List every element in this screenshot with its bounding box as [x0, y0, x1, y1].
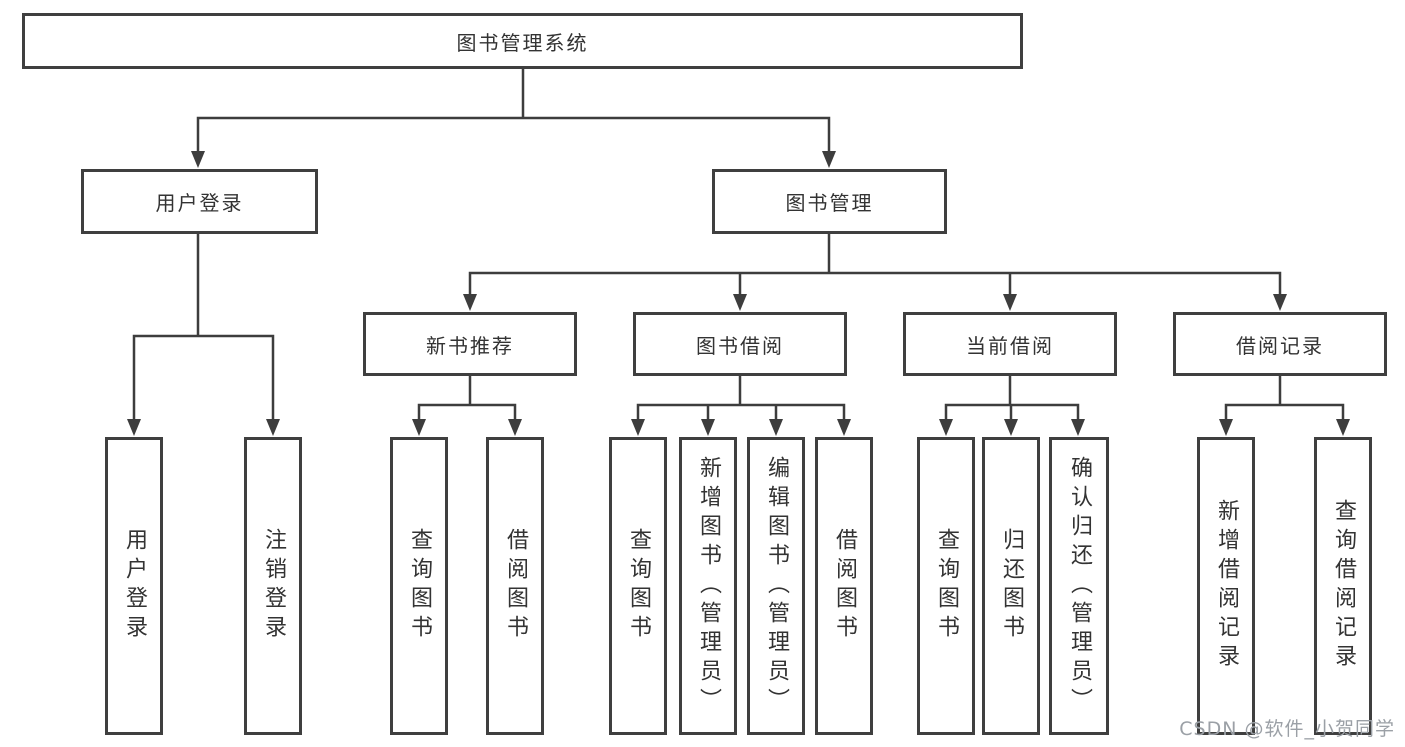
leaf-label: 查询图书 — [407, 528, 432, 644]
leaf-user-login: 用户登录 — [105, 437, 163, 735]
arrow-leaf-6 — [701, 419, 715, 436]
node-user-login: 用户登录 — [81, 169, 318, 234]
arrow-leaf-2 — [266, 419, 280, 436]
arrow-record — [1273, 294, 1287, 311]
leaf-query-books-3: 查询图书 — [917, 437, 975, 735]
leaf-borrow-books-2: 借阅图书 — [815, 437, 873, 735]
edge-record-rail — [1224, 403, 1345, 421]
arrow-newbook — [463, 294, 477, 311]
arrow-leaf-4 — [508, 419, 522, 436]
leaf-query-books-1: 查询图书 — [390, 437, 448, 735]
arrow-leaf-9 — [939, 419, 953, 436]
leaf-label: 查询借阅记录 — [1331, 499, 1356, 673]
arrow-leaf-13 — [1336, 419, 1350, 436]
leaf-add-books-admin: 新增图书（管理员） — [679, 437, 737, 735]
leaf-confirm-return-admin: 确认归还（管理员） — [1049, 437, 1109, 735]
arrow-leaf-7 — [769, 419, 783, 436]
arrow-leaf-8 — [837, 419, 851, 436]
arrow-leaf-5 — [631, 419, 645, 436]
arrow-current — [1003, 294, 1017, 311]
arrow-bookmgmt — [822, 151, 836, 168]
csdn-watermark: CSDN @软件_小贺同学 — [1179, 718, 1395, 740]
arrow-leaf-1 — [127, 419, 141, 436]
leaf-edit-books-admin: 编辑图书（管理员） — [747, 437, 805, 735]
leaf-label: 新增图书（管理员） — [696, 455, 721, 717]
leaf-label: 确认归还（管理员） — [1067, 455, 1092, 717]
edge-root-rail — [196, 116, 831, 152]
leaf-borrow-books-1: 借阅图书 — [486, 437, 544, 735]
leaf-label: 查询图书 — [934, 528, 959, 644]
edge-userlogin-rail — [132, 334, 275, 421]
leaf-label: 借阅图书 — [832, 528, 857, 644]
edge-newbook-rail — [417, 403, 517, 421]
leaf-label: 编辑图书（管理员） — [764, 455, 789, 717]
leaf-query-books-2: 查询图书 — [609, 437, 667, 735]
leaf-return-books: 归还图书 — [982, 437, 1040, 735]
arrowheads — [127, 151, 1350, 436]
edge-bookmgmt-rail — [468, 271, 1282, 296]
arrow-leaf-11 — [1071, 419, 1085, 436]
leaf-label: 新增借阅记录 — [1214, 499, 1239, 673]
leaf-label: 用户登录 — [122, 528, 147, 644]
leaf-label: 借阅图书 — [503, 528, 528, 644]
node-current-borrow: 当前借阅 — [903, 312, 1117, 376]
arrow-borrow — [733, 294, 747, 311]
leaf-label: 归还图书 — [999, 528, 1024, 644]
node-borrow-records: 借阅记录 — [1173, 312, 1387, 376]
leaf-add-borrow-record: 新增借阅记录 — [1197, 437, 1255, 735]
node-book-borrow: 图书借阅 — [633, 312, 847, 376]
leaf-label: 注销登录 — [261, 528, 286, 644]
arrow-leaf-12 — [1219, 419, 1233, 436]
arrow-leaf-3 — [412, 419, 426, 436]
node-new-book-recommend: 新书推荐 — [363, 312, 577, 376]
arrow-leaf-10 — [1004, 419, 1018, 436]
node-book-management: 图书管理 — [712, 169, 947, 234]
node-root: 图书管理系统 — [22, 13, 1023, 69]
edge-borrow-rail — [636, 403, 846, 421]
leaf-label: 查询图书 — [626, 528, 651, 644]
arrow-userlogin — [191, 151, 205, 168]
leaf-query-borrow-record: 查询借阅记录 — [1314, 437, 1372, 735]
leaf-logout: 注销登录 — [244, 437, 302, 735]
